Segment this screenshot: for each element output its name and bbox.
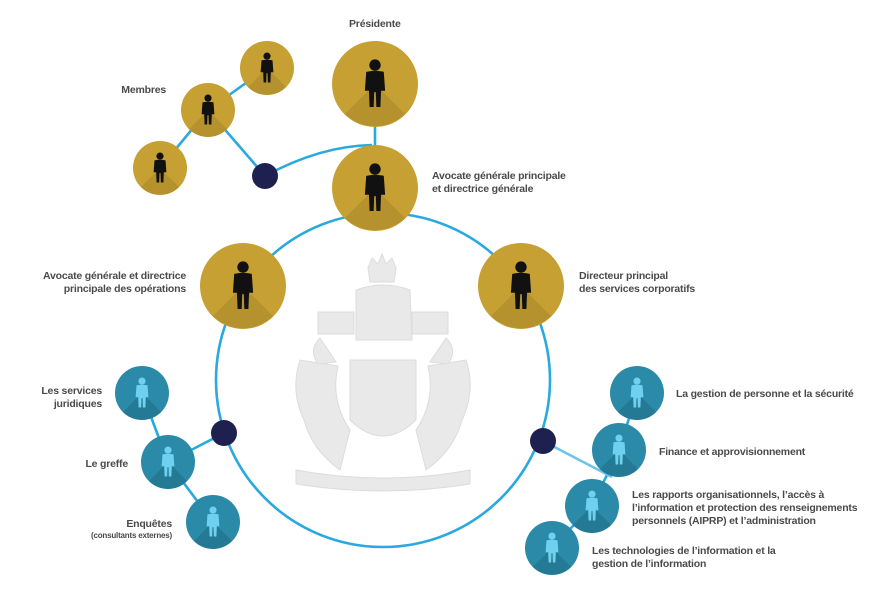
label-finance: Finance et approvisionnement <box>659 446 806 458</box>
label-presidente: Présidente <box>349 18 401 30</box>
label-avocate-principale: Avocate générale principale et directric… <box>432 170 566 196</box>
label-avocate-principale-line1: Avocate générale principale <box>432 170 566 182</box>
node-avocate-operations <box>200 243 286 329</box>
label-directeur-services: Directeur principal des services corpora… <box>579 270 695 296</box>
node-presidente <box>332 41 418 127</box>
label-greffe: Le greffe <box>85 458 128 470</box>
node-enquetes <box>186 495 240 549</box>
label-enquetes-title: Enquêtes <box>126 518 172 530</box>
junction-dot-right <box>530 428 556 454</box>
junction-dots <box>211 163 556 454</box>
label-technologies-line2: gestion de l’information <box>592 558 707 570</box>
label-services-juridiques-line2: juridiques <box>53 398 102 410</box>
node-avocate-principale <box>332 145 418 231</box>
node-services-juridiques <box>115 366 169 420</box>
junction-dot-left <box>211 420 237 446</box>
node-greffe <box>141 435 195 489</box>
coat-of-arms-emblem <box>295 252 471 492</box>
label-gestion-personne: La gestion de personne et la sécurité <box>676 388 854 400</box>
node-membre-middle <box>181 83 235 137</box>
link-junction-avocate <box>264 143 373 178</box>
label-directeur-services-line2: des services corporatifs <box>579 283 696 295</box>
node-gestion-personne <box>610 366 664 420</box>
label-rapports-line1: Les rapports organisationnels, l’accès à <box>632 489 825 501</box>
label-directeur-services-line1: Directeur principal <box>579 270 668 282</box>
label-avocate-operations-line1: Avocate générale et directrice <box>42 270 186 282</box>
label-avocate-operations: Avocate générale et directrice principal… <box>22 270 186 296</box>
junction-dot-membres <box>252 163 278 189</box>
node-directeur-services <box>478 243 564 329</box>
label-rapports: Les rapports organisationnels, l’accès à… <box>632 489 858 528</box>
node-technologies <box>525 521 579 575</box>
label-technologies: Les technologies de l’information et la … <box>592 545 776 571</box>
node-membre-left <box>133 141 187 195</box>
node-membre-top <box>240 41 294 95</box>
label-services-juridiques-line1: Les services <box>41 385 102 397</box>
node-rapports <box>565 479 619 533</box>
label-enquetes: Enquêtes (consultants externes) <box>70 518 172 541</box>
label-services-juridiques: Les services juridiques <box>30 385 102 411</box>
node-finance <box>592 423 646 477</box>
label-rapports-line2: l’information et protection des renseign… <box>632 502 858 514</box>
label-rapports-line3: personnels (AIPRP) et l’administration <box>632 515 816 527</box>
label-membres: Membres <box>121 84 166 96</box>
link-services-right <box>551 392 639 549</box>
label-enquetes-note: (consultants externes) <box>91 531 172 540</box>
label-avocate-principale-line2: et directrice générale <box>432 183 534 195</box>
label-technologies-line1: Les technologies de l’information et la <box>592 545 776 557</box>
label-avocate-operations-line2: principale des opérations <box>63 283 186 295</box>
